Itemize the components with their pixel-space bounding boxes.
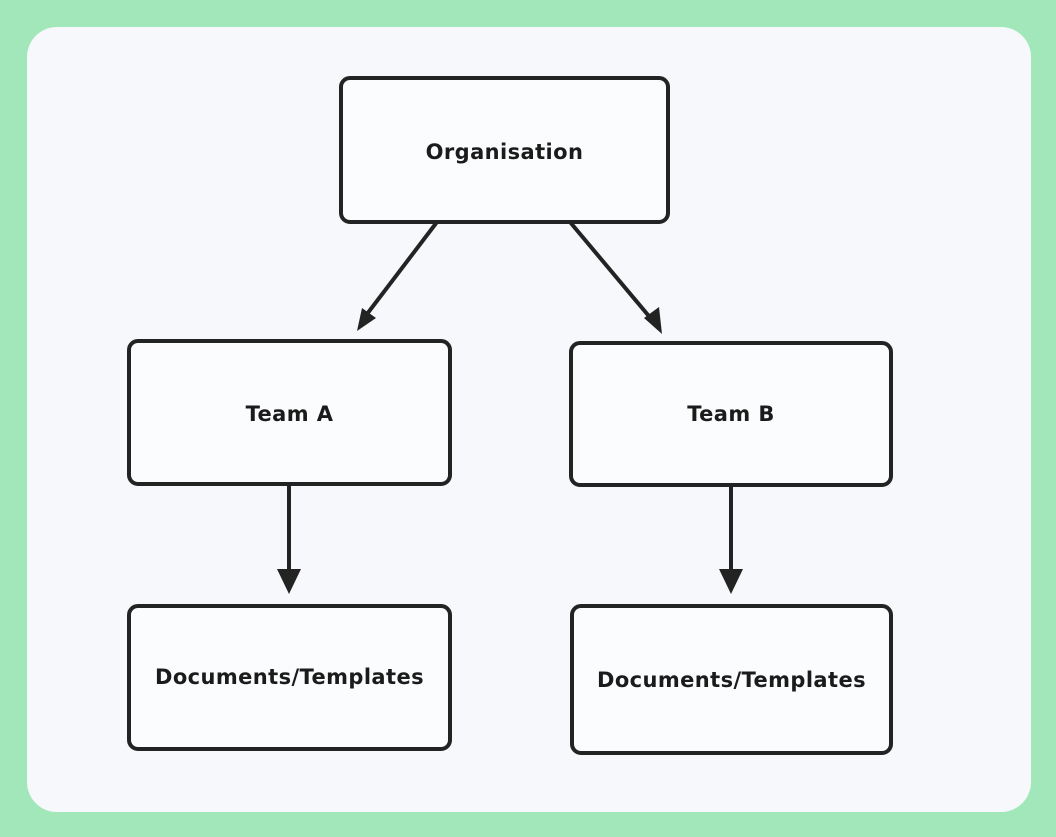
arrow-head-icon <box>357 308 376 331</box>
edge-organisation-to-team-b <box>568 220 662 334</box>
node-label: Documents/Templates <box>155 665 424 689</box>
node-label: Documents/Templates <box>597 668 866 692</box>
node-box[interactable] <box>339 76 670 224</box>
arrow-head-icon <box>719 569 743 594</box>
edge-team-a-to-documents-a <box>277 484 301 594</box>
node-label: Team B <box>687 402 775 426</box>
node-label: Team A <box>246 402 334 426</box>
node-documents-templates-b[interactable]: Documents/Templates <box>570 604 893 755</box>
node-team-a[interactable]: Team A <box>127 339 452 486</box>
node-box[interactable] <box>127 339 452 486</box>
edge-organisation-to-team-a <box>357 220 439 331</box>
edge-line <box>568 220 655 323</box>
edge-team-b-to-documents-b <box>719 485 743 594</box>
arrow-head-icon <box>644 307 662 334</box>
node-box[interactable] <box>569 341 893 487</box>
node-documents-templates-a[interactable]: Documents/Templates <box>127 604 452 751</box>
node-box[interactable] <box>127 604 452 751</box>
arrow-head-icon <box>277 569 301 594</box>
node-organisation[interactable]: Organisation <box>339 76 670 224</box>
node-label: Organisation <box>426 140 584 164</box>
edge-line <box>362 220 439 320</box>
node-box[interactable] <box>570 604 893 755</box>
node-team-b[interactable]: Team B <box>569 341 893 487</box>
